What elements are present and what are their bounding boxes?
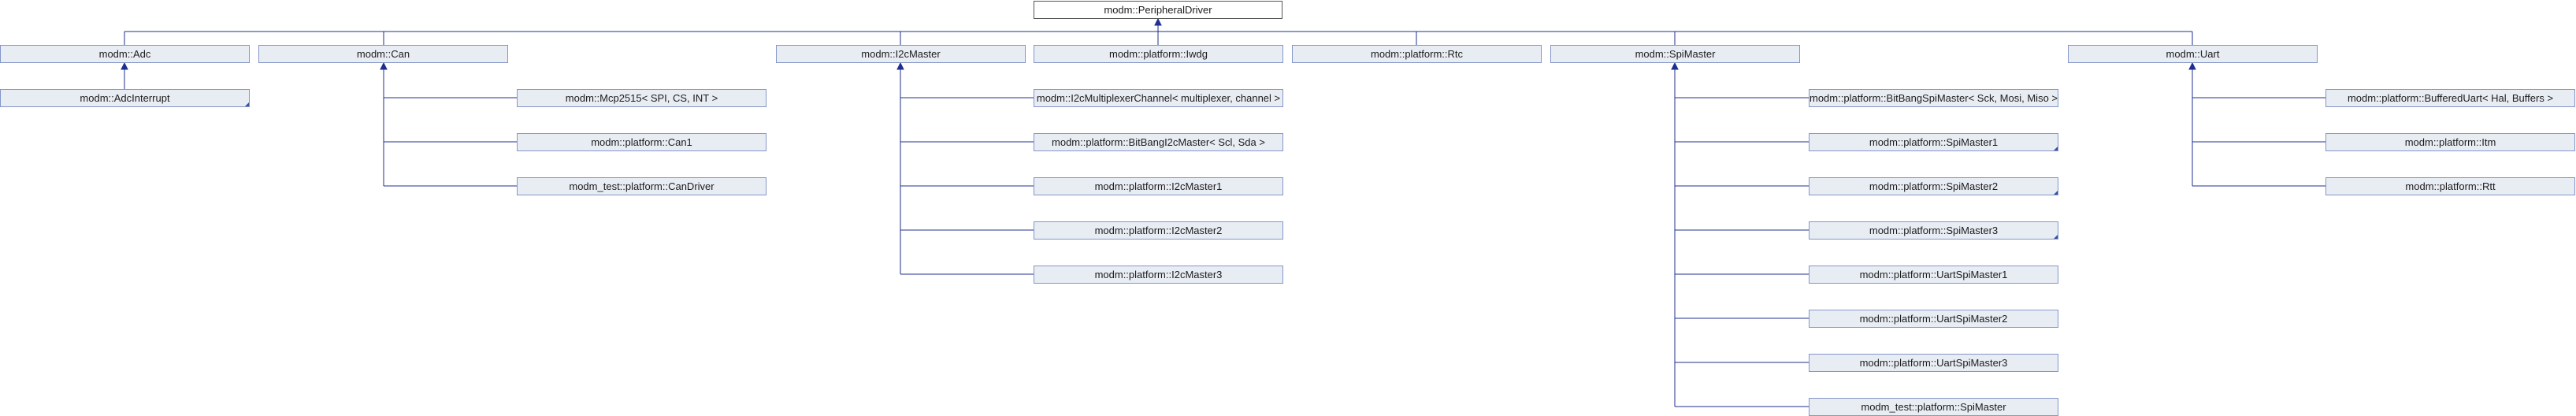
node-i2c-multiplexer-channel[interactable]: modm::I2cMultiplexerChannel< multiplexer… [1034, 89, 1283, 107]
node-i2c-master[interactable]: modm::I2cMaster [776, 45, 1026, 63]
node-can[interactable]: modm::Can [258, 45, 508, 63]
node-can1[interactable]: modm::platform::Can1 [517, 133, 766, 151]
node-adc-interrupt[interactable]: modm::AdcInterrupt [0, 89, 250, 107]
arrow-i2c [896, 61, 904, 70]
arrow-adc [121, 61, 128, 70]
node-root[interactable]: modm::PeripheralDriver [1034, 1, 1282, 19]
node-uart-spi-master3[interactable]: modm::platform::UartSpiMaster3 [1809, 354, 2058, 372]
node-spi-master2[interactable]: modm::platform::SpiMaster2 [1809, 177, 2058, 195]
arrow-can [380, 61, 388, 70]
node-spi-master1[interactable]: modm::platform::SpiMaster1 [1809, 133, 2058, 151]
node-rtc[interactable]: modm::platform::Rtc [1292, 45, 1542, 63]
node-i2c-master1[interactable]: modm::platform::I2cMaster1 [1034, 177, 1283, 195]
node-uart[interactable]: modm::Uart [2068, 45, 2318, 63]
node-uart-spi-master2[interactable]: modm::platform::UartSpiMaster2 [1809, 310, 2058, 328]
node-test-spi-master[interactable]: modm_test::platform::SpiMaster [1809, 398, 2058, 416]
node-rtt[interactable]: modm::platform::Rtt [2325, 177, 2575, 195]
arrow-uart [2188, 61, 2196, 70]
node-spi-master3[interactable]: modm::platform::SpiMaster3 [1809, 221, 2058, 240]
node-i2c-master3[interactable]: modm::platform::I2cMaster3 [1034, 266, 1283, 284]
node-i2c-master2[interactable]: modm::platform::I2cMaster2 [1034, 221, 1283, 240]
node-bitbang-spi-master[interactable]: modm::platform::BitBangSpiMaster< Sck, M… [1809, 89, 2058, 107]
node-itm[interactable]: modm::platform::Itm [2325, 133, 2575, 151]
arrow-spi [1671, 61, 1679, 70]
arrow-root [1154, 17, 1162, 26]
node-mcp2515[interactable]: modm::Mcp2515< SPI, CS, INT > [517, 89, 766, 107]
node-buffered-uart[interactable]: modm::platform::BufferedUart< Hal, Buffe… [2325, 89, 2575, 107]
node-adc[interactable]: modm::Adc [0, 45, 250, 63]
node-bitbang-i2c-master[interactable]: modm::platform::BitBangI2cMaster< Scl, S… [1034, 133, 1283, 151]
node-uart-spi-master1[interactable]: modm::platform::UartSpiMaster1 [1809, 266, 2058, 284]
edge-group [121, 17, 2325, 407]
node-test-can-driver[interactable]: modm_test::platform::CanDriver [517, 177, 766, 195]
node-iwdg[interactable]: modm::platform::Iwdg [1034, 45, 1283, 63]
node-spi-master[interactable]: modm::SpiMaster [1550, 45, 1800, 63]
